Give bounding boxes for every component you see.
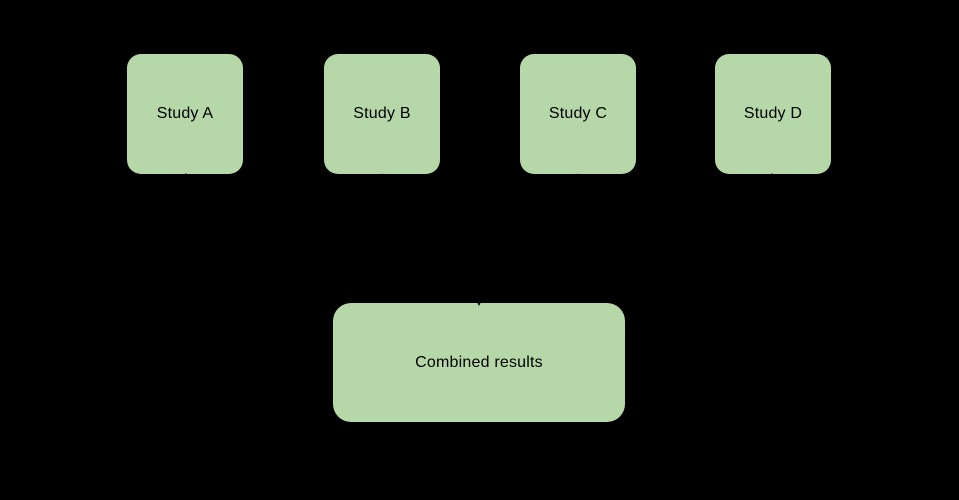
study-node-d: Study D <box>715 54 831 174</box>
study-node-a-label: Study A <box>156 105 214 123</box>
connector-line-c <box>479 173 579 297</box>
study-node-b: Study B <box>324 54 440 174</box>
combined-results-label: Combined results <box>415 353 543 371</box>
study-node-d-label: Study D <box>743 105 803 123</box>
connector-line-a <box>184 173 478 297</box>
connector-line-b <box>381 173 479 297</box>
study-node-a: Study A <box>127 54 243 174</box>
combined-results-node: Combined results <box>333 303 625 422</box>
study-node-c: Study C <box>520 54 636 174</box>
study-node-b-label: Study B <box>353 105 411 123</box>
connector-line-d <box>480 173 774 297</box>
study-node-c-label: Study C <box>548 105 608 123</box>
